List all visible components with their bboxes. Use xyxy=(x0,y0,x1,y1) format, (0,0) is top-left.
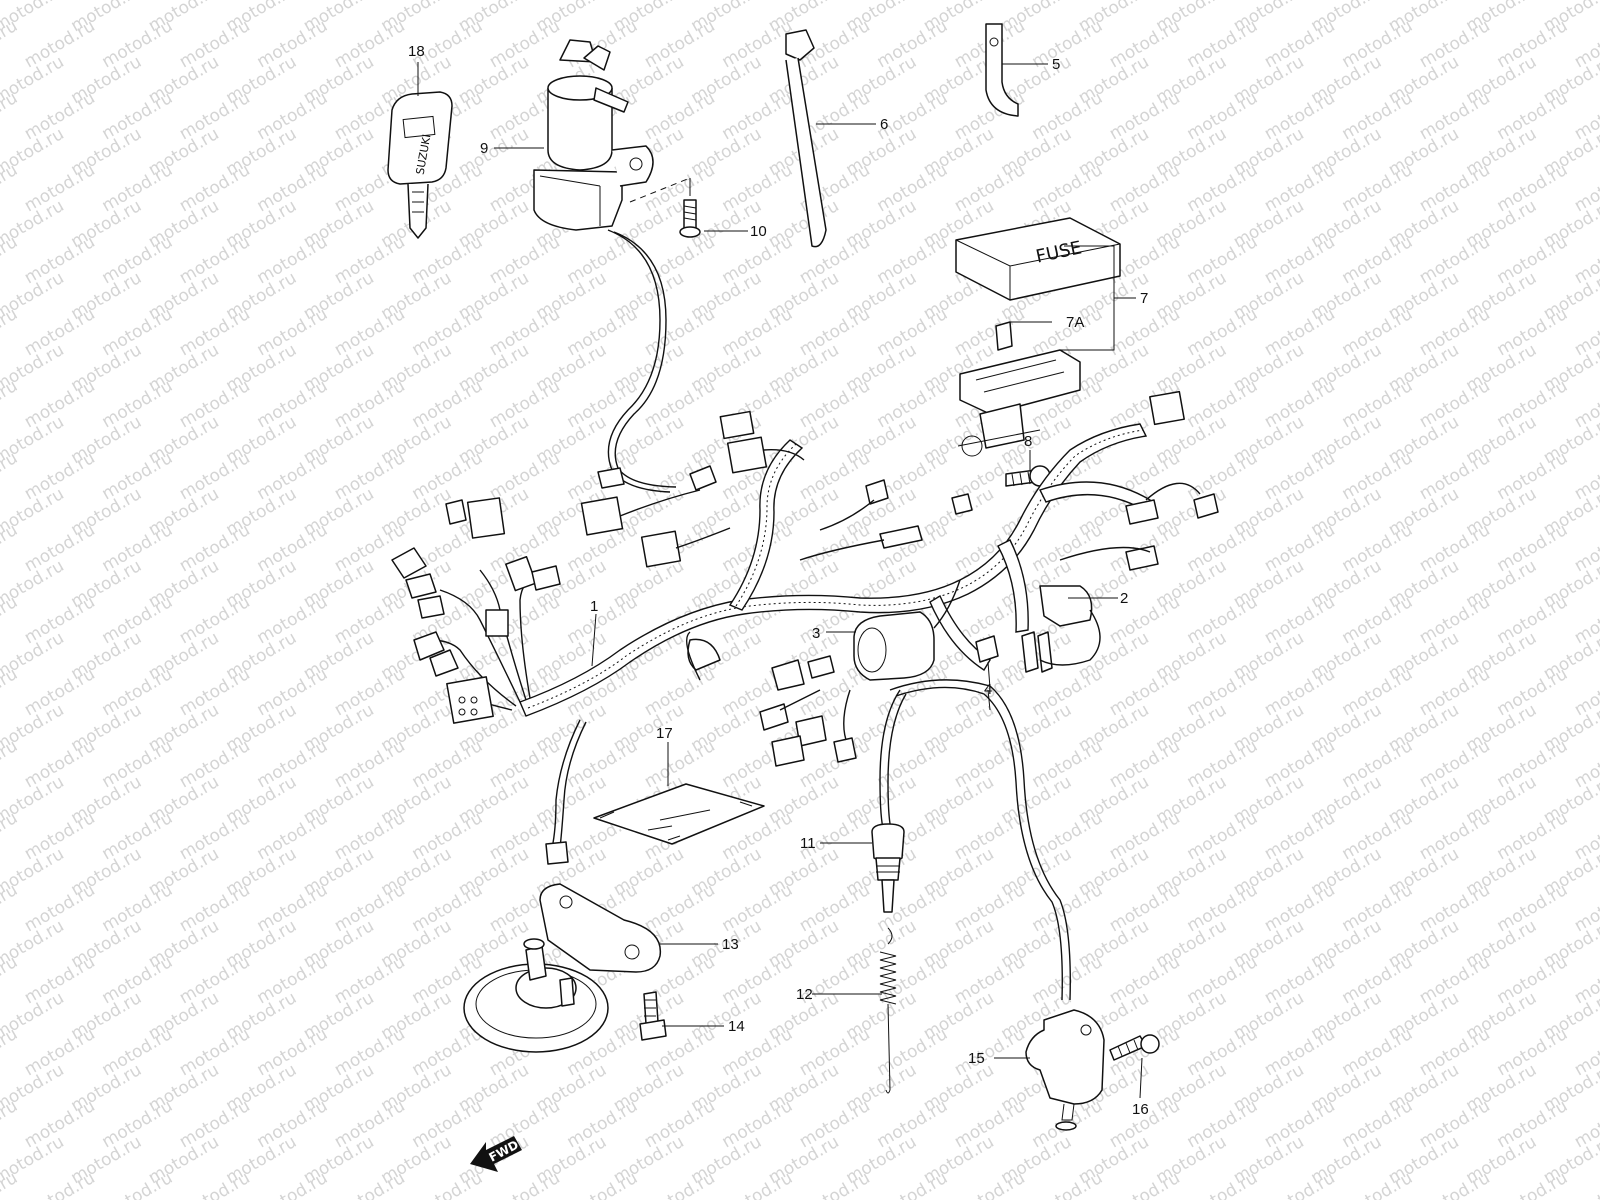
screw-part-10 xyxy=(679,199,701,238)
cable-tie-part xyxy=(785,29,827,248)
callout-17: 17 xyxy=(656,725,673,742)
callout-4: 4 xyxy=(984,681,992,698)
callout-labels: 18 9 10 6 5 7 7A 8 2 3 4 1 17 11 12 13 1… xyxy=(408,43,1149,1118)
switch-sensor-part xyxy=(871,689,907,1094)
callout-7: 7 xyxy=(1140,290,1148,307)
clamp-part xyxy=(985,23,1019,117)
callout-3: 3 xyxy=(812,625,820,642)
callout-11: 11 xyxy=(800,835,816,852)
bolt-part-14 xyxy=(639,991,667,1041)
ignition-switch-part xyxy=(533,39,691,493)
side-switch-part xyxy=(1025,1009,1105,1131)
callout-5: 5 xyxy=(1052,56,1060,73)
relay-part xyxy=(853,579,961,681)
callout-13: 13 xyxy=(722,936,739,953)
label-sheet-part xyxy=(593,783,765,845)
main-harness-part xyxy=(391,390,1219,865)
callout-6: 6 xyxy=(880,116,888,133)
sensor-lead-part xyxy=(889,679,1071,1001)
callout-2: 2 xyxy=(1120,590,1128,607)
callout-7a: 7A xyxy=(1066,314,1084,331)
callout-14: 14 xyxy=(728,1018,745,1035)
callout-9: 9 xyxy=(480,140,488,157)
callout-10: 10 xyxy=(750,223,767,240)
callout-12: 12 xyxy=(796,986,813,1003)
screw-part-16 xyxy=(1109,1034,1160,1061)
callout-16: 16 xyxy=(1132,1101,1149,1118)
fuse-box-part: FUSE xyxy=(955,217,1121,457)
callout-15: 15 xyxy=(968,1050,985,1067)
key-part: SUZUKI xyxy=(387,91,453,239)
callout-1: 1 xyxy=(590,598,598,615)
callout-18: 18 xyxy=(408,43,425,60)
leader-lines xyxy=(417,62,1143,1099)
horn-part xyxy=(463,883,662,1053)
callout-8: 8 xyxy=(1024,433,1032,450)
forward-direction-arrow: FWD xyxy=(470,1136,522,1172)
